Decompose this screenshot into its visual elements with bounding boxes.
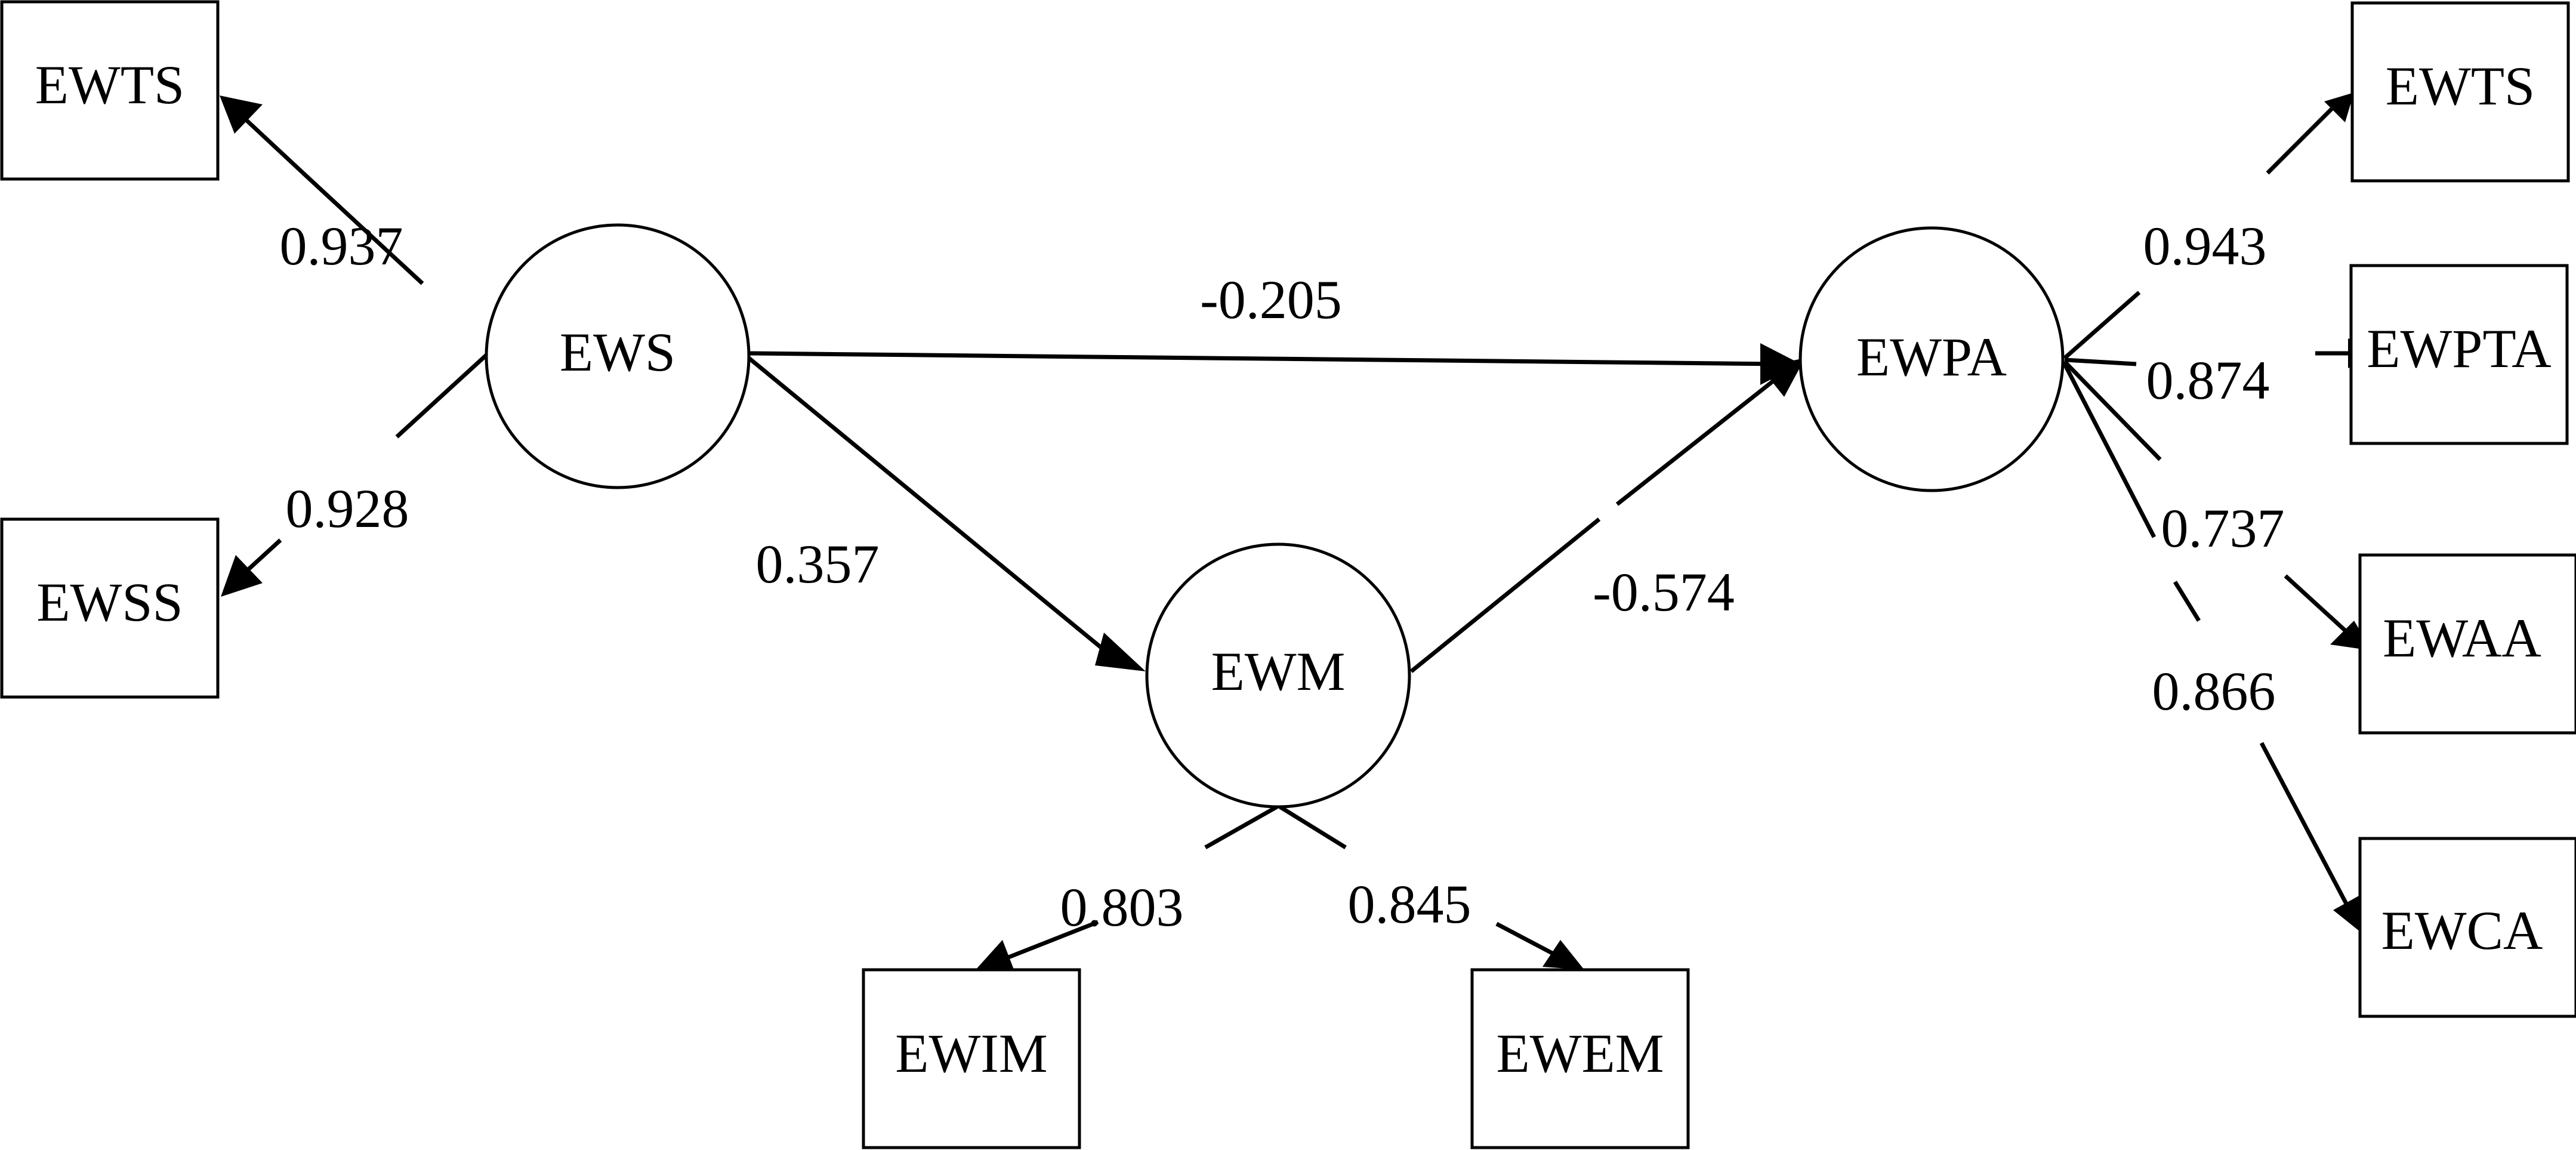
coef-ewpa-ewts: 0.943: [2143, 215, 2267, 276]
arrowhead-ewpa-ewts: [2324, 93, 2354, 122]
arrowhead-ews-ewts: [220, 95, 263, 134]
box-ewm-ewem: [1470, 968, 1690, 1149]
coef-ews-ewts: 0.937: [280, 215, 403, 276]
edge-ewm-to-ewim: [1204, 804, 1278, 850]
edge-ewpa-to-ewts-seg: [2266, 106, 2335, 175]
label-ewm-ewim: EWIM: [895, 1023, 1047, 1084]
coefficient-labels: 0.937 0.928 -0.205 0.357 -0.574 0.803 0.…: [280, 215, 2285, 938]
edge-ewpa-to-ewca-seg-b: [2259, 742, 2350, 908]
edge-ewm-to-ewem: [1279, 805, 1347, 849]
edge-ewpa-to-ewts: [2063, 291, 2141, 360]
arrowhead-ews-ewss: [221, 555, 263, 597]
label-ews: EWS: [560, 322, 675, 383]
coef-ews-ewm: 0.357: [756, 534, 880, 594]
edge-ewm-to-ewpa: [1409, 517, 1601, 673]
label-ewpa-ewaa: EWAA: [2383, 608, 2541, 668]
circle-ewpa: [1798, 226, 2065, 492]
label-ews-ewts: EWTS: [35, 54, 184, 115]
coef-ewm-ewpa: -0.574: [1593, 562, 1735, 622]
edge-ews-to-ewpa: [748, 351, 1782, 366]
box-ewpa-ewaa: [2358, 553, 2576, 735]
coef-ews-ewss: 0.928: [286, 478, 409, 539]
circle-ewm: [1145, 542, 1411, 809]
edge-ewm-to-ewpa-seg: [1615, 368, 1789, 506]
box-ews-ewss: [0, 517, 220, 699]
edge-ews-to-ewm: [747, 356, 1119, 662]
label-ews-ewss: EWSS: [36, 572, 183, 633]
circle-ews: [485, 223, 751, 489]
label-ewm: EWM: [1211, 641, 1346, 702]
arrowhead-ewpa-ewca: [2333, 895, 2363, 934]
coef-ewpa-ewpta: 0.874: [2146, 350, 2270, 411]
coef-ewpa-ewaa: 0.737: [2161, 498, 2285, 559]
coef-ewpa-ewca: 0.866: [2152, 661, 2276, 722]
box-ewpa-ewpta: [2349, 264, 2569, 445]
label-ewpa: EWPA: [1856, 326, 2007, 387]
label-ewm-ewem: EWEM: [1496, 1023, 1664, 1084]
edge-ewpa-to-ewaa: [2063, 360, 2162, 461]
edge-ewpa-to-ewca-seg-a: [2173, 581, 2201, 622]
coef-ews-ewpa: -0.205: [1200, 269, 1342, 330]
box-ews-ewts: [0, 0, 220, 181]
edge-ews-to-ewts: [301, 171, 424, 285]
box-ewm-ewim: [862, 968, 1081, 1149]
latent-nodes: EWS EWM EWPA: [485, 223, 2065, 809]
arrowhead-ewm-ewim: [976, 940, 1014, 971]
box-ewpa-ewca: [2358, 837, 2576, 1018]
coef-ewm-ewem: 0.845: [1348, 874, 1471, 935]
arrowhead-ewm-ewpa: [1760, 358, 1805, 397]
edge-ews-to-ewss: [395, 353, 488, 439]
edge-ewpa-to-ewaa-seg: [2284, 574, 2356, 640]
coef-ewm-ewim: 0.803: [1060, 877, 1184, 938]
label-ewpa-ewpta: EWPTA: [2367, 318, 2551, 379]
edge-ewpa-to-ewpta: [2064, 357, 2137, 366]
box-ewpa-ewts: [2350, 1, 2570, 183]
edges: [231, 106, 2356, 963]
arrowhead-ewm-ewem: [1542, 940, 1584, 970]
arrowhead-ews-ewm: [1095, 633, 1146, 671]
edge-ewpa-to-ewca: [2062, 363, 2157, 538]
label-ewpa-ewca: EWCA: [2381, 900, 2543, 961]
arrowheads: [220, 93, 2381, 971]
label-ewpa-ewts: EWTS: [2386, 56, 2535, 116]
edge-ewm-to-ewim-seg: [998, 920, 1099, 963]
